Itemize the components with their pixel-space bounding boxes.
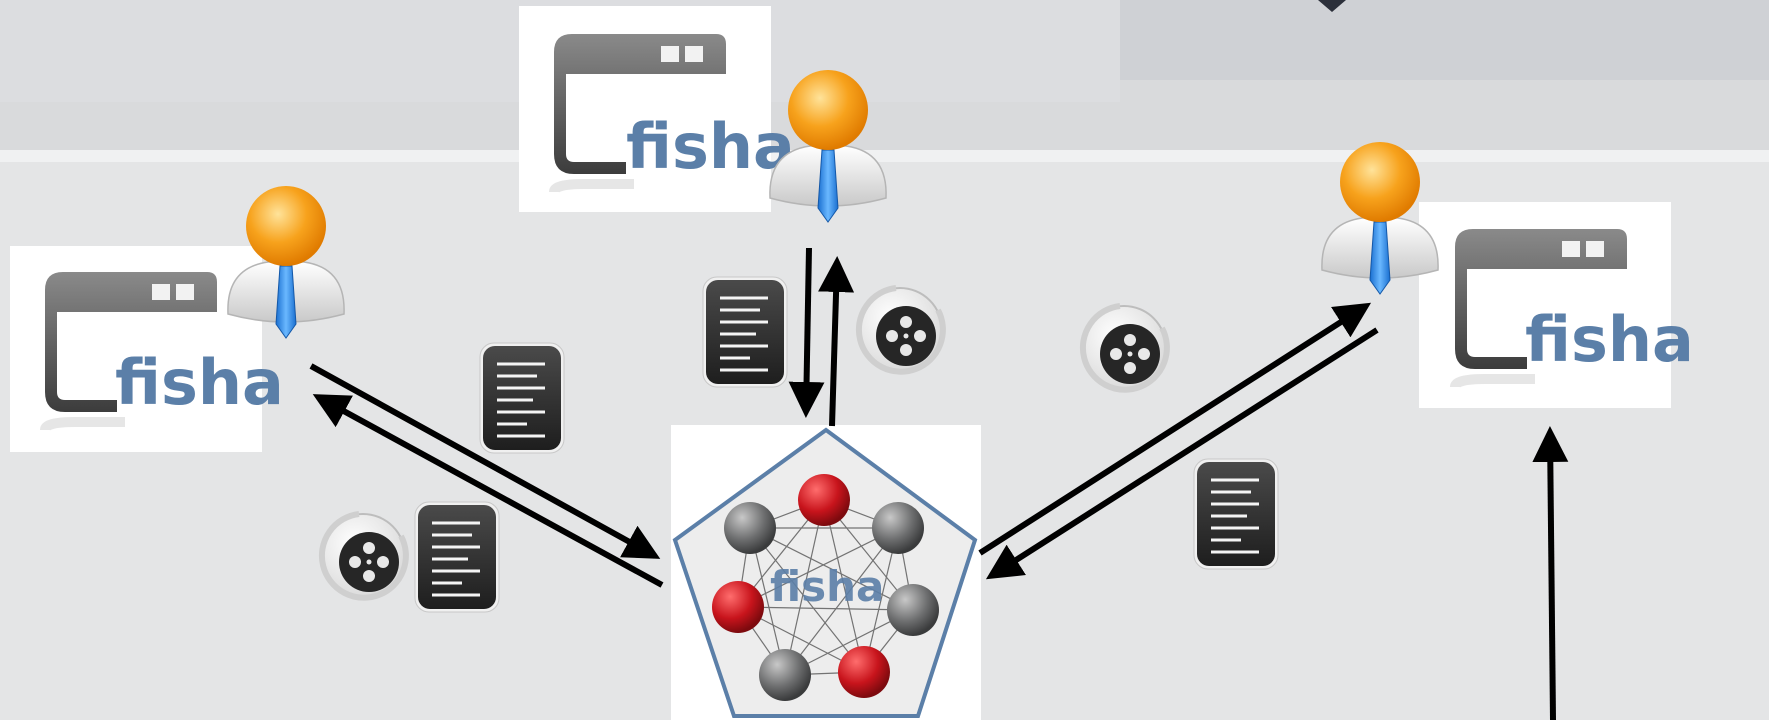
arrow-server-to-left bbox=[312, 394, 664, 588]
background-divider bbox=[0, 150, 1769, 162]
document-icon bbox=[414, 501, 500, 613]
app-window-icon-left: fisha bbox=[40, 272, 284, 432]
server-network-icon: fisha bbox=[672, 427, 978, 718]
app-label: fisha bbox=[1525, 303, 1694, 376]
app-window-icon-right: fisha bbox=[1450, 229, 1694, 389]
document-icon bbox=[479, 342, 565, 454]
user-icon-right bbox=[1321, 142, 1439, 295]
node-gray bbox=[724, 502, 776, 554]
user-icon-left bbox=[227, 186, 345, 339]
arrow-server-to-top bbox=[818, 256, 855, 427]
arrow-left-to-server bbox=[309, 363, 661, 559]
server-label: fisha bbox=[770, 562, 884, 611]
document-icon bbox=[1193, 458, 1279, 570]
node-red bbox=[798, 474, 850, 526]
arrow-top-to-server bbox=[788, 247, 825, 418]
app-label: fisha bbox=[115, 346, 284, 419]
film-reel-icon bbox=[855, 285, 946, 375]
node-gray bbox=[872, 502, 924, 554]
node-red bbox=[712, 581, 764, 633]
arrow-right-to-server bbox=[985, 327, 1379, 580]
arrows bbox=[309, 247, 1569, 720]
arrow-server-to-right bbox=[978, 302, 1372, 556]
app-label: fisha bbox=[626, 110, 795, 183]
film-reel-icon bbox=[318, 511, 409, 601]
user-icon-top bbox=[769, 70, 887, 223]
node-red bbox=[838, 646, 890, 698]
document-icon bbox=[702, 276, 788, 388]
node-gray bbox=[759, 649, 811, 701]
arrow-up-to-right-app bbox=[1532, 426, 1569, 720]
film-reel-icon bbox=[1079, 303, 1170, 393]
pointer-icon bbox=[1318, 0, 1346, 12]
node-gray bbox=[887, 584, 939, 636]
app-window-icon-top: fisha bbox=[549, 34, 795, 194]
background-panel-right bbox=[1120, 0, 1769, 80]
